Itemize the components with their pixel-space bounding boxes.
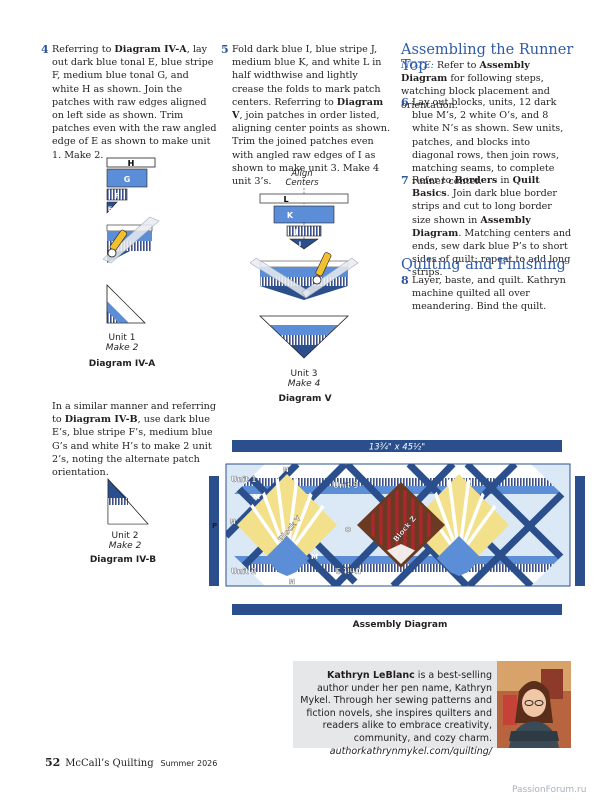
bio-text: Kathryn LeBlanc is a best-selling author… xyxy=(300,670,492,757)
author-photo xyxy=(497,661,571,748)
rotary-cutter xyxy=(315,252,332,277)
label-unit-2: Unit 2 xyxy=(231,567,256,576)
label-unit-3-top: Unit 3 xyxy=(333,481,358,490)
step-4: 4 Referring to Diagram IV-A, lay out dar… xyxy=(41,43,217,161)
patch-k xyxy=(273,205,335,224)
step-number: 6 xyxy=(401,96,409,109)
patch-j xyxy=(286,225,322,237)
unit-3-caption: Unit 3 Make 4 xyxy=(287,369,321,389)
diagram-iv-b xyxy=(107,478,149,525)
border-left-p xyxy=(209,476,219,586)
label-m-2: M xyxy=(311,553,318,561)
issue-date: Summer 2026 xyxy=(160,759,218,768)
label-e: E xyxy=(108,205,112,213)
label-m-1: M xyxy=(253,493,260,501)
border-right-p xyxy=(575,476,585,586)
label-p: P xyxy=(212,522,217,530)
patch-e xyxy=(106,201,118,214)
patch-i xyxy=(289,238,319,250)
bio-box: Kathryn LeBlanc is a best-selling author… xyxy=(293,661,571,757)
assembly-diagram-title: Assembly Diagram xyxy=(352,620,448,630)
diagram-v: L K J I xyxy=(250,188,359,359)
label-h: H xyxy=(128,159,135,168)
step-6: 6 Lay out blocks, units, 12 dark blue M’… xyxy=(401,96,564,188)
step-8: 8 Layer, baste, and quilt. Kathryn machi… xyxy=(401,274,566,313)
footer: 52 McCall’s Quilting Summer 2026 xyxy=(45,756,217,769)
label-n-3: N xyxy=(289,578,295,586)
border-bottom xyxy=(232,604,562,615)
magazine-name: McCall’s Quilting xyxy=(65,758,154,769)
label-o: O xyxy=(345,526,351,534)
label-n-2: N xyxy=(230,518,236,526)
assembly-diagram: 13¾" x 45½" P xyxy=(209,440,585,615)
diagram-iv-a-title: Diagram IV-A xyxy=(88,359,156,369)
diagram-iv-b-title: Diagram IV-B xyxy=(89,555,157,565)
diagram-iv-a: H G F E xyxy=(102,157,160,324)
step-number: 5 xyxy=(221,43,229,56)
watermark: PassionForum.ru xyxy=(512,785,587,795)
quilting-heading: Quilting and Finishing xyxy=(401,257,566,273)
label-unit-3-bottom: Unit 3 xyxy=(336,566,361,575)
label-f: F xyxy=(115,192,120,200)
label-l: L xyxy=(283,195,288,204)
dimension-bar xyxy=(232,440,562,452)
diagram-v-title: Diagram V xyxy=(278,394,332,404)
patch-h xyxy=(106,157,156,168)
label-j: J xyxy=(294,228,298,236)
bio-url[interactable]: authorkathrynmykel.com/quilting/ xyxy=(329,745,492,757)
step-number: 8 xyxy=(401,274,409,287)
unit-2-caption: Unit 2 Make 2 xyxy=(108,531,142,551)
step-number: 7 xyxy=(401,174,409,187)
unit-1-caption: Unit 1 Make 2 xyxy=(105,333,139,353)
iv-b-intro: In a similar manner and referring to Dia… xyxy=(52,401,216,479)
page-number: 52 xyxy=(45,756,61,769)
label-k: K xyxy=(287,211,294,220)
label-i: I xyxy=(299,240,301,248)
dimension-label: 13¾" x 45½" xyxy=(369,443,425,453)
label-n-1: N xyxy=(283,466,289,474)
step-5: 5 Fold dark blue I, blue stripe J, mediu… xyxy=(221,43,391,188)
label-g: G xyxy=(124,175,131,184)
step-number: 4 xyxy=(41,43,49,56)
assembling-note: NOTE: Refer to Assembly Diagram for foll… xyxy=(401,60,550,111)
patch-l xyxy=(259,193,349,204)
align-centers-label: Align Centers xyxy=(285,169,319,188)
patch-f xyxy=(106,188,128,201)
assembling-heading: Assembling the Runner Top xyxy=(401,42,574,74)
patch-g xyxy=(106,168,148,188)
step-7: 7 Refer to Borders in Quilt Basics. Join… xyxy=(401,174,572,279)
label-unit-1: Unit 1 xyxy=(231,475,256,484)
